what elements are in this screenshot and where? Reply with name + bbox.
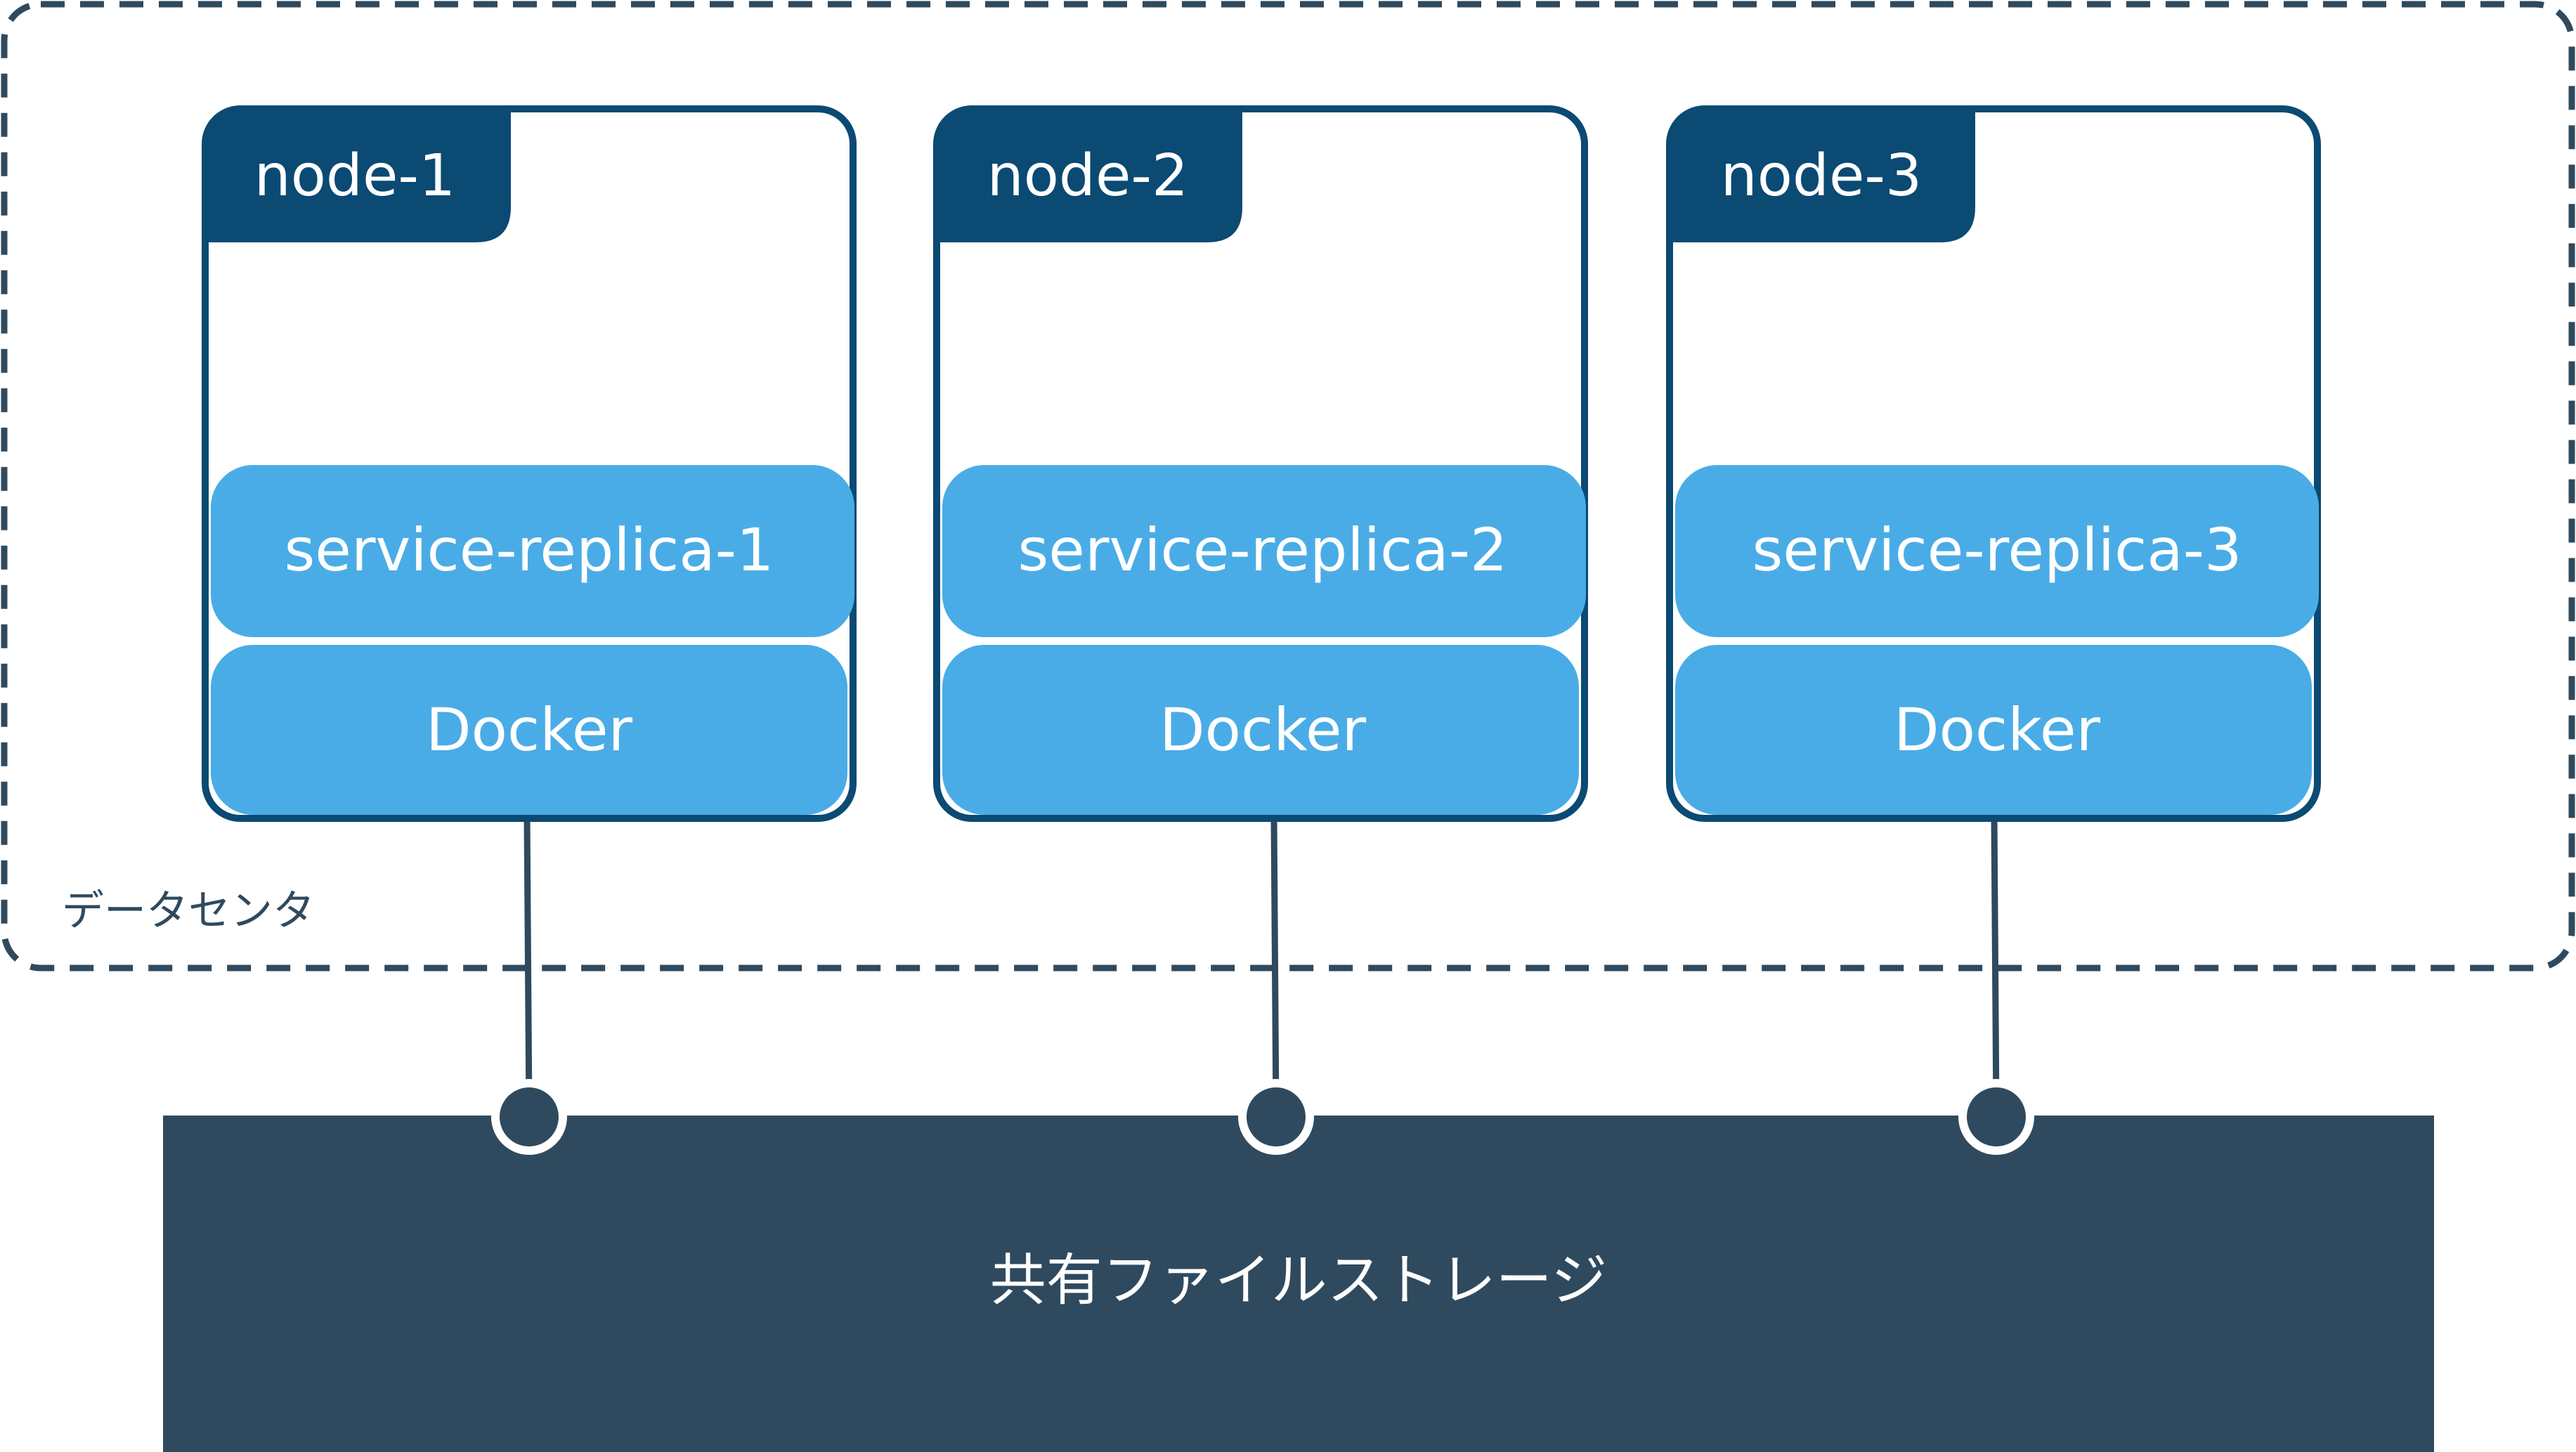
docker-label: Docker [1159,695,1367,764]
connector-dot-3 [1958,1079,2034,1155]
docker-label: Docker [1894,695,2101,764]
datacenter-boundary [1,1,2575,972]
node-tab [1670,109,1975,242]
service-layer [1675,465,2319,637]
node-tab [205,109,511,242]
service-layer [942,465,1586,637]
node-tab [937,109,1242,242]
service-label: service-replica-3 [1752,516,2242,584]
connector-line-3 [1991,816,2000,1114]
shared-storage [163,1116,2434,1452]
node-card-3: node-3 service-replica-3 Docker [1666,105,2321,822]
node-name: node-3 [1721,143,1922,209]
service-label: service-replica-2 [1018,516,1508,584]
service-label: service-replica-1 [285,516,774,584]
connector-dot-1 [491,1079,567,1155]
connector-dot-2 [1238,1079,1314,1155]
datacenter-label: データセンタ [62,887,315,936]
docker-layer [211,645,847,815]
node-card-1: node-1 service-replica-1 Docker [202,105,857,822]
node-frame [933,105,1588,822]
connector-line-2 [1270,816,1280,1114]
node-name: node-1 [254,143,455,209]
node-frame [202,105,857,822]
node-name: node-2 [987,143,1188,209]
service-layer [211,465,854,637]
docker-label: Docker [426,695,633,764]
node-card-2: node-2 service-replica-2 Docker [933,105,1588,822]
connector-line-1 [523,816,533,1114]
docker-layer [1675,645,2312,815]
docker-layer [942,645,1579,815]
storage-label: 共有ファイルストレージ [990,1248,1607,1313]
node-frame [1666,105,2321,822]
